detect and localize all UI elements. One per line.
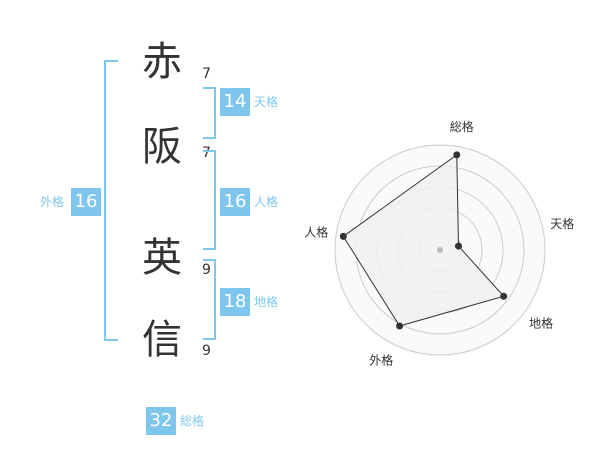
- radar-point-4: [396, 322, 404, 330]
- gaikaku-bracket: [104, 60, 118, 341]
- name-char-4: 信: [142, 317, 182, 363]
- stroke-count-4: 9: [202, 343, 211, 359]
- jinkaku-bracket: [203, 150, 216, 250]
- stroke-count-3: 9: [202, 262, 211, 278]
- radar-axis-label-4: 外格: [369, 352, 393, 367]
- radar-axis-label-5: 人格: [304, 225, 328, 240]
- soukaku-value: 32: [146, 407, 176, 435]
- gaikaku-label: 外格: [40, 195, 65, 209]
- name-char-3: 英: [142, 235, 182, 281]
- jinkaku-value: 16: [220, 188, 250, 216]
- chikaku-value: 18: [220, 288, 250, 316]
- chikaku-bracket: [203, 259, 216, 340]
- radar-axis-label-1: 総格: [450, 119, 474, 134]
- radar-axis-label-2: 天格: [550, 216, 574, 231]
- radar-axis-label-3: 地格: [529, 315, 553, 330]
- radar-area: [342, 153, 505, 327]
- tenkaku-value: 14: [220, 88, 250, 116]
- tenkaku-bracket: [203, 87, 216, 139]
- radar-point-2: [454, 242, 462, 250]
- soukaku-label: 総格: [180, 414, 205, 428]
- radar-center: [437, 247, 443, 253]
- name-char-1: 赤: [142, 39, 182, 85]
- stroke-count-2: 7: [202, 145, 211, 161]
- radar-point-1: [453, 151, 461, 159]
- jinkaku-label: 人格: [254, 195, 279, 209]
- tenkaku-label: 天格: [254, 95, 279, 109]
- stroke-count-1: 7: [202, 66, 211, 82]
- radar-point-3: [500, 292, 508, 300]
- name-char-2: 阪: [142, 124, 182, 170]
- gaikaku-value: 16: [71, 188, 101, 216]
- radar-point-5: [339, 232, 347, 240]
- chikaku-label: 地格: [254, 295, 279, 309]
